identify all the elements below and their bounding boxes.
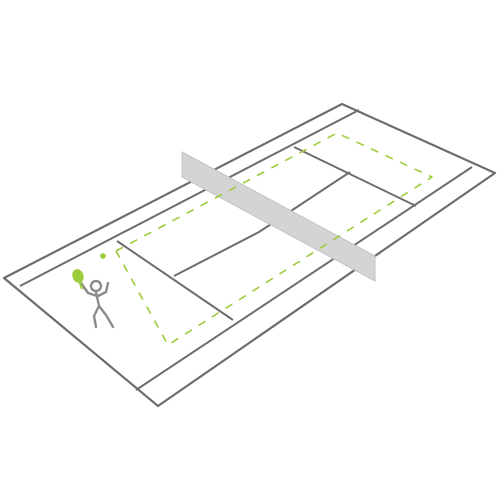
tennis-ball-icon (100, 253, 106, 259)
right-service-line (293, 146, 417, 207)
near-singles-sideline (19, 109, 360, 287)
left-service-line (116, 240, 234, 321)
court-outline (2, 102, 497, 408)
far-singles-sideline (135, 166, 473, 391)
player-serving-icon (79, 279, 115, 329)
racket-icon (72, 269, 84, 290)
serve-target-zone-dashed (115, 132, 433, 346)
net (181, 151, 376, 282)
center-service-line-left (173, 231, 260, 277)
